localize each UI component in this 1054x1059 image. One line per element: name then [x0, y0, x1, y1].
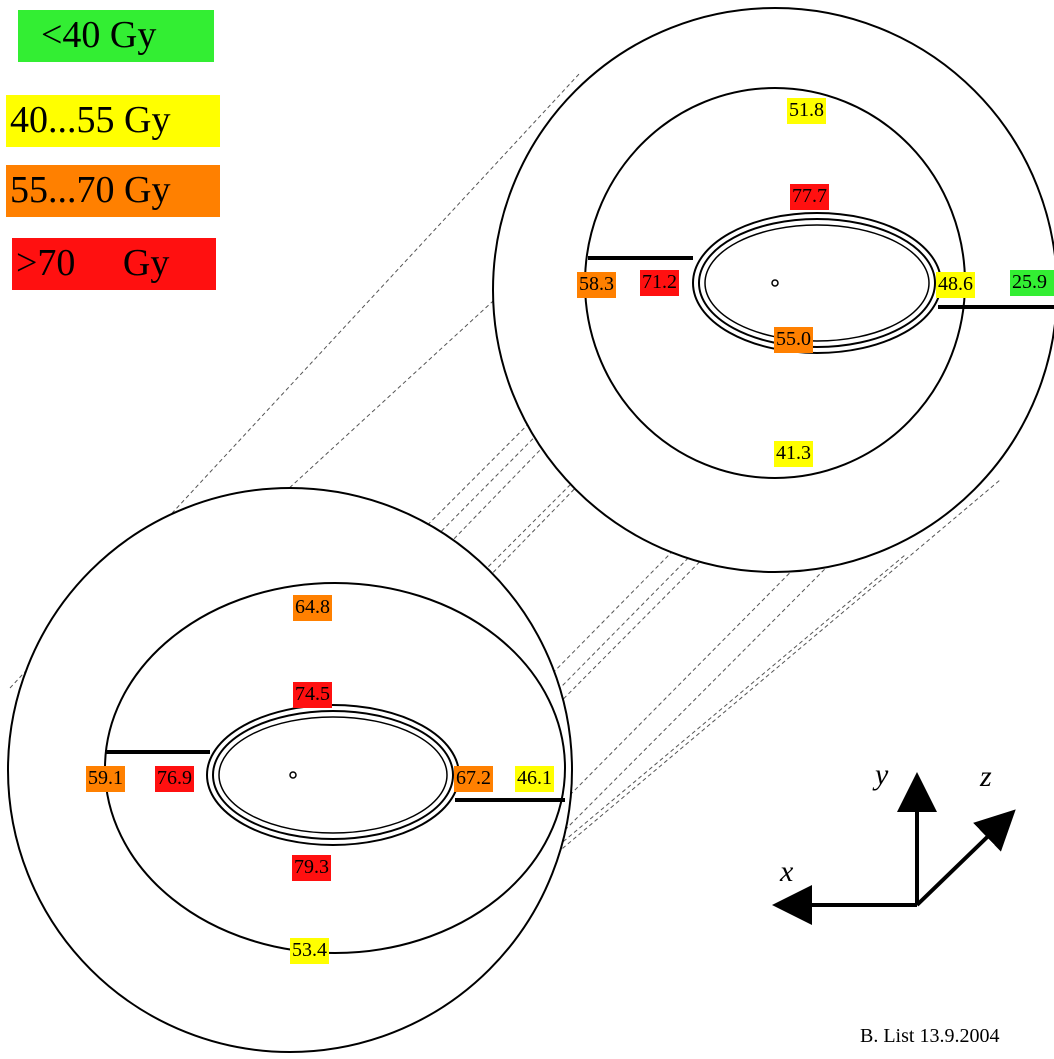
back-pipe-outer	[692, 212, 942, 354]
y-axis-label: y	[875, 758, 889, 791]
dose-back-outer-bottom: 41.3	[774, 441, 813, 467]
author-credit: B. List 13.9.2004	[860, 1025, 1000, 1047]
dose-back-left-outer: 58.3	[577, 272, 616, 298]
dose-front-right-inner: 67.2	[454, 766, 493, 792]
connector-line	[554, 357, 1036, 841]
dose-front-inner-bottom: 79.3	[292, 855, 331, 881]
dose-back-inner-bottom: 55.0	[774, 327, 813, 353]
z-axis-label: z	[980, 760, 992, 793]
front-center-dot	[289, 771, 297, 779]
dose-front-right-outer: 46.1	[515, 766, 554, 792]
dose-back-left-inner: 71.2	[640, 270, 679, 296]
front-pipe-inner	[218, 716, 448, 834]
front-cross-section	[7, 487, 573, 1053]
x-axis-label: x	[780, 855, 794, 888]
front-pipe-mid	[212, 710, 454, 840]
z-axis-arrow	[915, 809, 1016, 907]
legend-green: <40 Gy	[18, 10, 214, 62]
connector-line	[524, 479, 1001, 881]
legend-red: >70 Gy	[12, 238, 216, 290]
dose-back-right-inner: 48.6	[936, 272, 975, 298]
dose-front-outer-top: 64.8	[293, 595, 332, 621]
back-cross-section	[492, 7, 1054, 573]
back-center-dot	[771, 279, 779, 287]
legend-orange: 55...70 Gy	[6, 165, 220, 217]
back-pipe-inner	[704, 224, 930, 342]
dose-back-right-outer: 25.9	[1010, 270, 1054, 296]
dose-front-left-outer: 59.1	[86, 766, 125, 792]
dose-back-inner-top: 77.7	[790, 184, 829, 210]
dose-front-outer-bottom: 53.4	[290, 938, 329, 964]
dose-front-inner-top: 74.5	[293, 682, 332, 708]
dose-back-outer-top: 51.8	[787, 98, 826, 124]
dose-front-left-inner: 76.9	[155, 766, 194, 792]
back-pipe-mid	[698, 218, 936, 348]
coordinate-axes	[772, 772, 1016, 925]
legend-yellow: 40...55 Gy	[6, 95, 220, 147]
front-pipe-outer	[206, 704, 460, 846]
